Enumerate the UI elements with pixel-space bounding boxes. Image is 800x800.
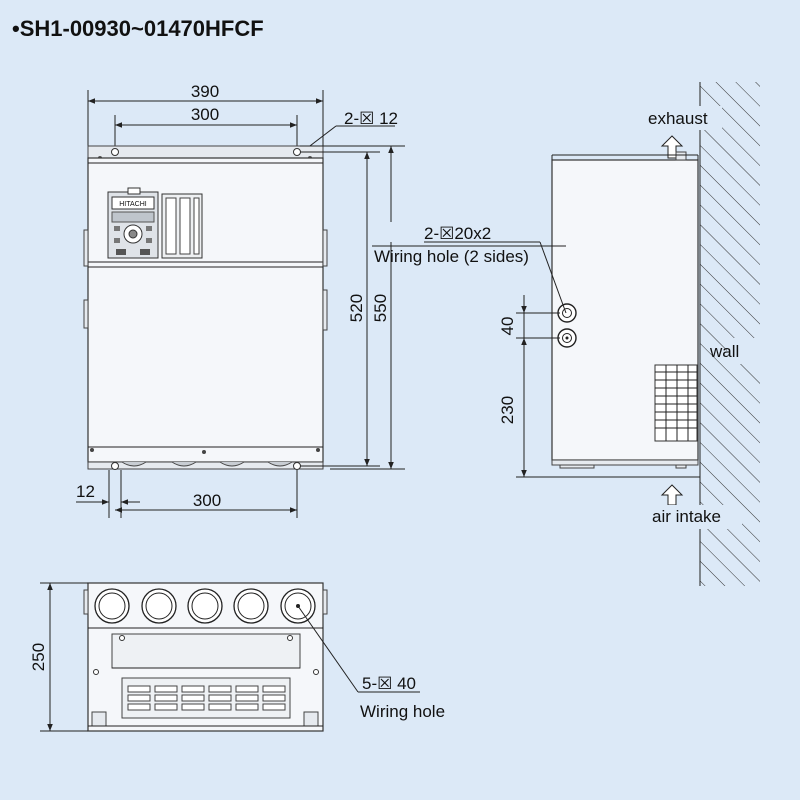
svg-text:HITACHI: HITACHI (119, 201, 147, 208)
front-view: 390 300 2-☒ 12 HITACHI (76, 82, 405, 518)
bottom-wiring-dim: 5-☒ 40 (362, 674, 416, 693)
page-title: •SH1-00930~01470HFCF (12, 16, 264, 41)
wall-hatch (700, 82, 760, 586)
dim-bottom-pitch: 300 (193, 491, 221, 510)
dim-height-inner: 520 (347, 294, 366, 322)
wiring-hole-label: Wiring hole (2 sides) (374, 247, 529, 266)
operator-keypad: HITACHI (107, 187, 159, 259)
exhaust-arrow-icon (660, 135, 684, 159)
air-intake-label: air intake (652, 507, 721, 526)
side-view: wall exhaust (372, 82, 771, 586)
bottom-view: 250 5-☒ 40 Wiring hole (29, 582, 445, 732)
dim-height-outer: 550 (371, 294, 390, 322)
wiring-hole-dim: 2-☒20x2 (424, 224, 491, 243)
side-vent (654, 364, 698, 442)
exhaust-label: exhaust (648, 109, 708, 128)
bottom-wiring-label: Wiring hole (360, 702, 445, 721)
dim-width-inner: 300 (191, 105, 219, 124)
dim-hole-label: 2-☒ 12 (344, 109, 398, 128)
wall-label: wall (709, 342, 739, 361)
dim-side-height: 230 (498, 396, 517, 424)
dim-width-outer: 390 (191, 82, 219, 101)
bottom-wiring-holes (94, 588, 316, 624)
dim-bottom-offset: 12 (76, 482, 95, 501)
dim-depth: 250 (29, 643, 48, 671)
dim-side-pitch: 40 (498, 317, 517, 336)
air-intake-arrow-icon (660, 484, 684, 506)
